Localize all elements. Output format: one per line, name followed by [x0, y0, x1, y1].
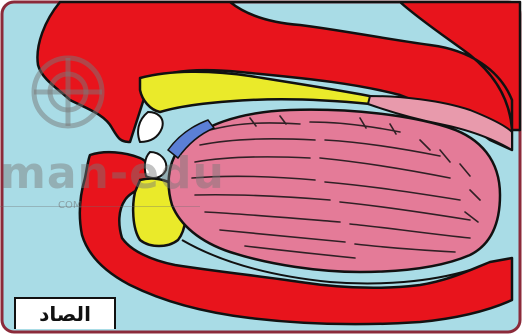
watermark-subtext: COM [58, 200, 81, 211]
watermark-logo [34, 58, 102, 126]
letter-label: الصاد [14, 297, 116, 329]
watermark-text: man-edu [0, 148, 225, 199]
letter-label-text: الصاد [39, 302, 91, 326]
watermark-rule [0, 206, 200, 207]
